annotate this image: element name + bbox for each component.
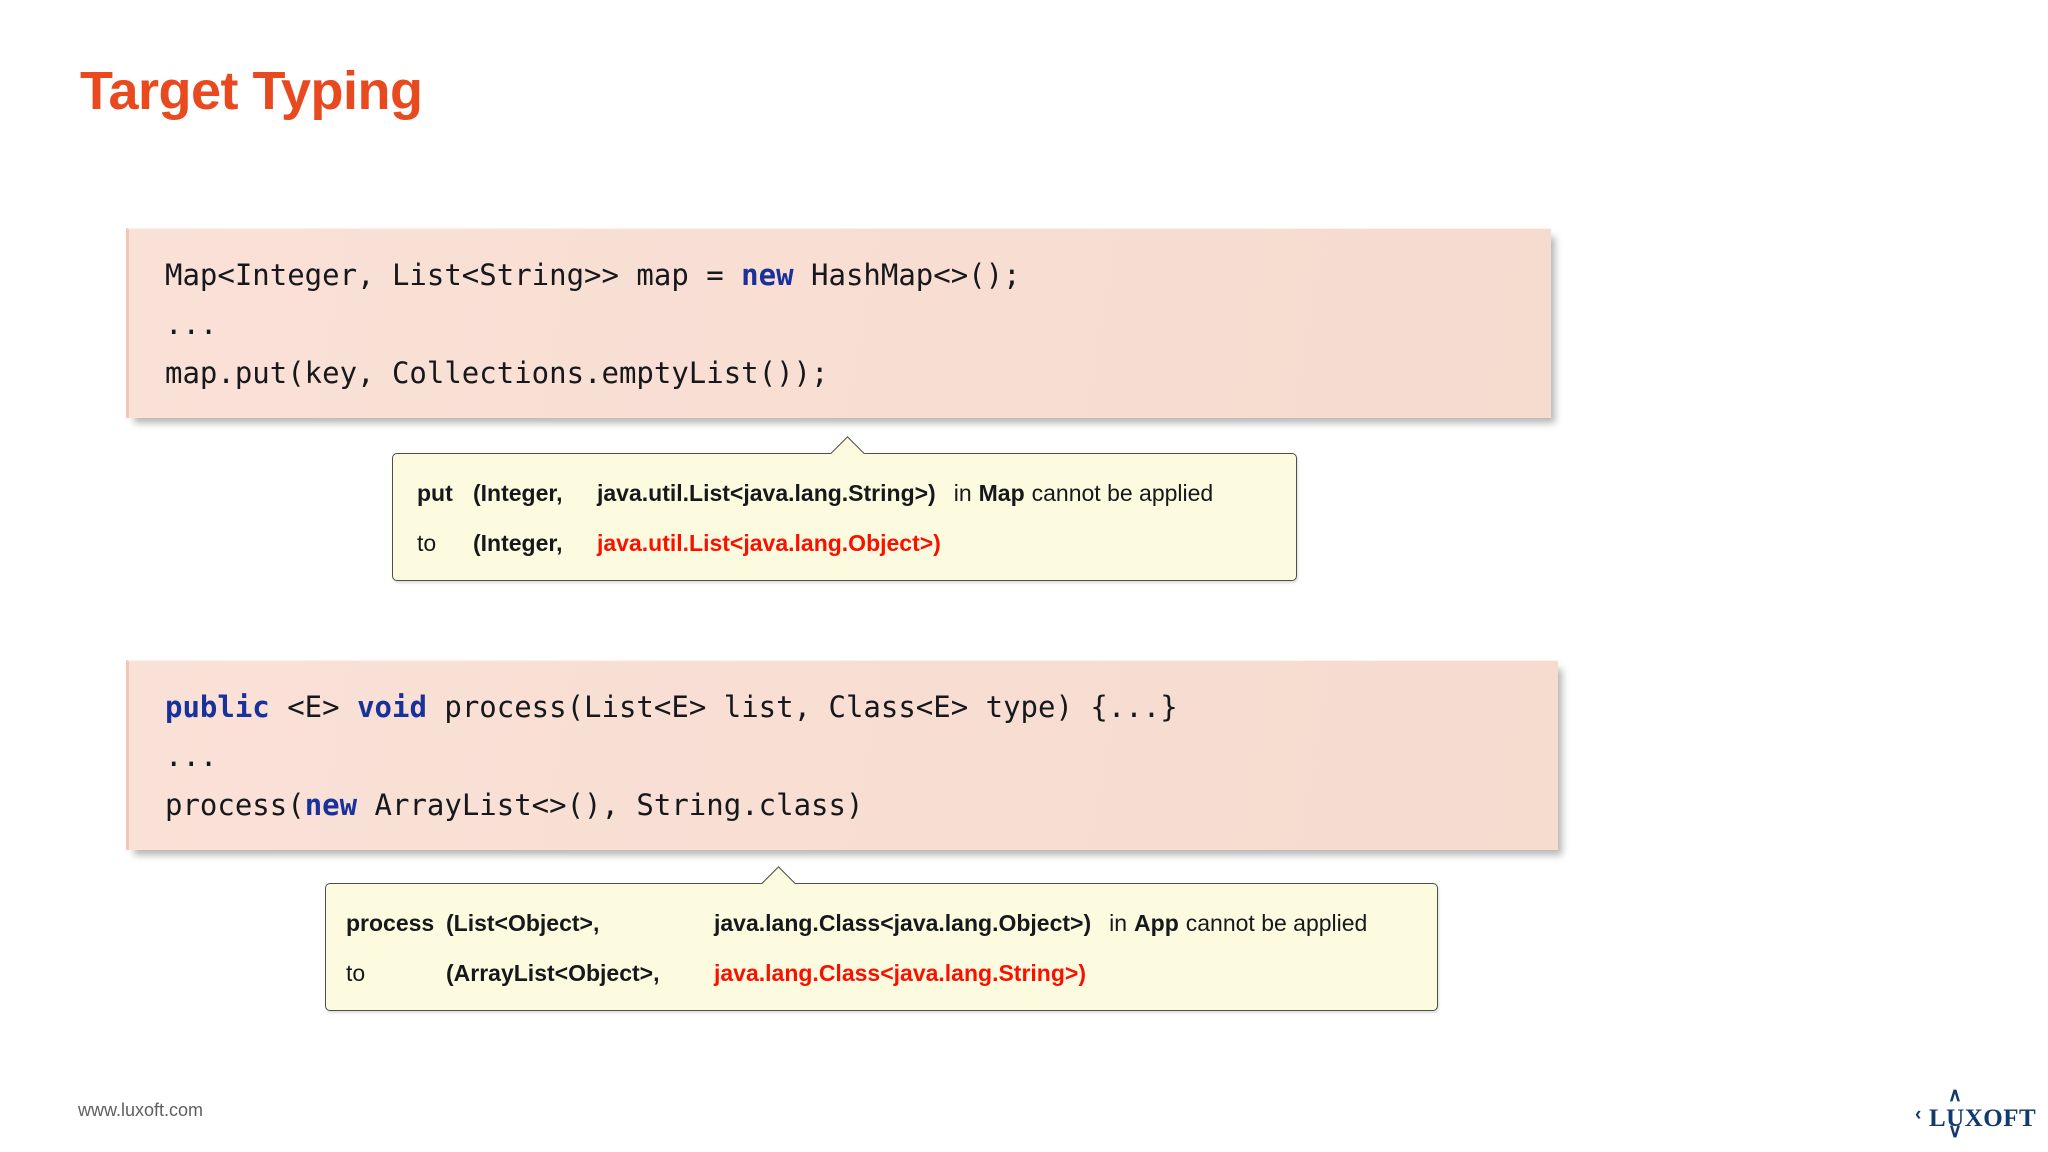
callout-line-1: process (List<Object>, java.lang.Class<j… xyxy=(326,910,1437,937)
code-line: ... xyxy=(165,739,217,773)
error-type: java.lang.Class<java.lang.Object>) xyxy=(714,910,1092,936)
callout-pointer-mask xyxy=(756,884,800,888)
chevron-down-icon: ∨ xyxy=(1948,1121,1962,1142)
callout-pointer-icon xyxy=(825,433,869,455)
code-text: ... xyxy=(165,739,218,773)
code-keyword: void xyxy=(357,690,427,724)
chevron-up-icon: ∧ xyxy=(1948,1085,1962,1106)
error-in-word: in xyxy=(1109,910,1128,936)
error-to-word: to xyxy=(346,960,366,986)
code-text: ... xyxy=(165,307,218,341)
code-line: public <E> void process(List<E> list, Cl… xyxy=(165,690,1178,724)
code-text: Map<Integer, List<String>> map = xyxy=(165,258,742,292)
code-line: map.put(key, Collections.emptyList()); xyxy=(165,356,828,390)
logo-text-oft: OFT xyxy=(1983,1105,2037,1132)
logo-text-lux: LUX xyxy=(1929,1105,1984,1132)
logo-wordmark: LUXOFT xyxy=(1929,1105,2036,1133)
code-keyword: new xyxy=(741,258,794,292)
code-text: <E> xyxy=(269,690,358,724)
error-to-word: to xyxy=(417,530,437,556)
page-title: Target Typing xyxy=(80,61,423,121)
code-line: ... xyxy=(165,307,217,341)
code-text: ArrayList<>(), String.class) xyxy=(357,788,864,822)
code-keyword: public xyxy=(165,690,270,724)
error-in-word: in xyxy=(953,480,972,506)
callout-line-2: to (Integer, java.util.List<java.lang.Ob… xyxy=(393,530,1296,557)
code-block-process-generic: public <E> void process(List<E> list, Cl… xyxy=(126,660,1558,850)
code-line: Map<Integer, List<String>> map = new Has… xyxy=(165,258,1021,292)
put-error-callout: put (Integer, java.util.List<java.lang.S… xyxy=(392,453,1297,581)
code-text: process(List<E> list, Class<E> type) {..… xyxy=(426,690,1178,724)
error-method-name: process xyxy=(346,910,435,936)
error-type-actual: java.util.List<java.lang.Object>) xyxy=(597,530,941,556)
error-type-actual: java.lang.Class<java.lang.String>) xyxy=(714,960,1086,986)
code-line: process(new ArrayList<>(), String.class) xyxy=(165,788,863,822)
callout-pointer-mask xyxy=(825,454,869,458)
luxoft-logo: ∧ ∨ ‹ LUXOFT xyxy=(1915,1085,2036,1144)
error-params: (List<Object>, xyxy=(446,910,600,936)
code-text: process( xyxy=(165,788,305,822)
callout-line-1: put (Integer, java.util.List<java.lang.S… xyxy=(393,480,1296,507)
footer-url[interactable]: www.luxoft.com xyxy=(78,1100,204,1120)
code-keyword: new xyxy=(304,788,358,822)
callout-pointer-icon xyxy=(756,863,800,885)
error-params: (Integer, xyxy=(473,480,563,506)
error-type: java.util.List<java.lang.String>) xyxy=(597,480,936,506)
code-text: map.put(key, Collections.emptyList()); xyxy=(165,356,829,390)
process-error-callout: process (List<Object>, java.lang.Class<j… xyxy=(325,883,1438,1011)
chevron-left-icon: ‹ xyxy=(1915,1104,1922,1125)
error-method-name: put xyxy=(417,480,453,506)
error-tail: cannot be applied xyxy=(1185,910,1368,936)
callout-line-2: to (ArrayList<Object>, java.lang.Class<j… xyxy=(326,960,1437,987)
error-tail: cannot be applied xyxy=(1031,480,1214,506)
error-params-actual: (Integer, xyxy=(473,530,563,556)
error-owner: App xyxy=(1134,910,1179,936)
code-text: HashMap<>(); xyxy=(793,258,1021,292)
code-block-map-put: Map<Integer, List<String>> map = new Has… xyxy=(126,228,1551,418)
error-params-actual: (ArrayList<Object>, xyxy=(446,960,660,986)
error-owner: Map xyxy=(978,480,1025,506)
